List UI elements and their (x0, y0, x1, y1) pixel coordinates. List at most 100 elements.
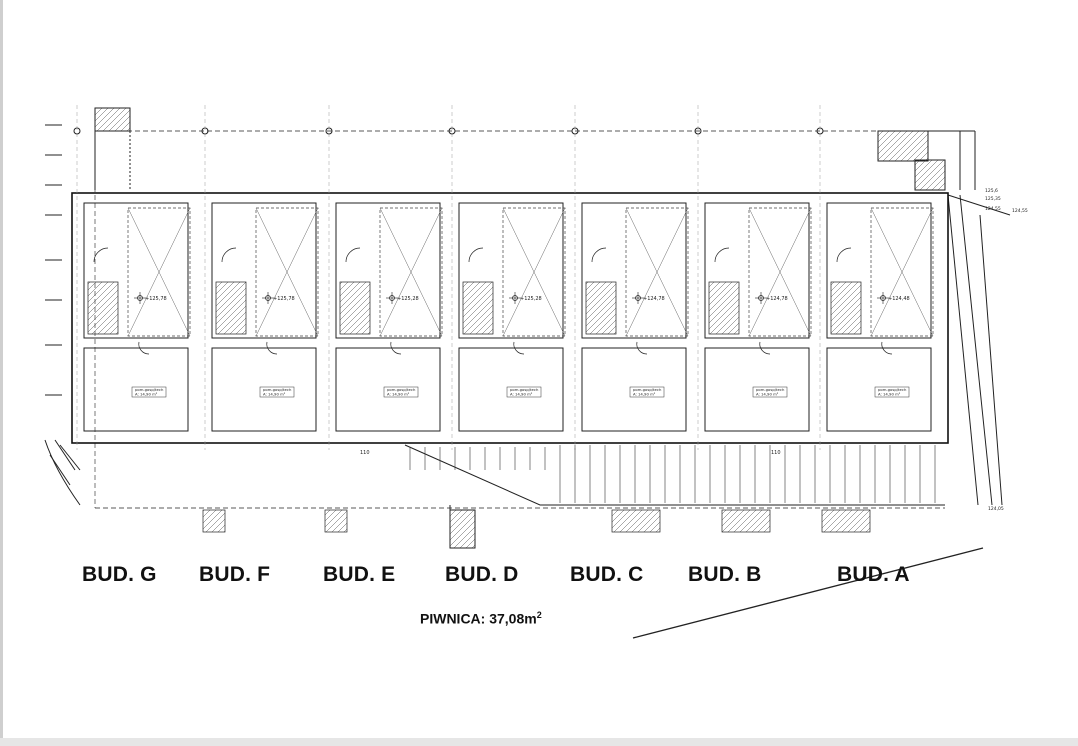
dimension-110: 110 (360, 450, 370, 456)
light-well (502, 207, 566, 337)
room-area: A: 14,90 m² (878, 392, 901, 397)
elevation-label: 124,55 (1012, 208, 1028, 214)
room-area: A: 14,90 m² (633, 392, 656, 397)
basement-area-label: PIWNICA: 37,08m2 (420, 610, 542, 627)
level-value: +125,28 (397, 296, 419, 302)
door-swing (636, 341, 648, 355)
exterior-stair (721, 509, 771, 533)
upper-room (704, 202, 810, 339)
page-edge (0, 0, 3, 746)
lower-room (581, 347, 687, 432)
staircase (830, 281, 862, 335)
lower-room (335, 347, 441, 432)
room-area: A: 14,90 m² (756, 392, 779, 397)
room-area: A: 14,90 m² (510, 392, 533, 397)
lower-room (83, 347, 189, 432)
staircase (87, 281, 119, 335)
exterior-stair (202, 509, 226, 533)
elevation-label: 124,55 (985, 206, 1001, 212)
room-area: A: 14,90 m² (387, 392, 410, 397)
bottom-strip (0, 738, 1078, 746)
upper-room (335, 202, 441, 339)
room-name: pom.gosp/tech (756, 387, 785, 392)
staircase (215, 281, 247, 335)
light-well-cross (870, 207, 934, 337)
level-value: +124,78 (643, 296, 665, 302)
staircase (708, 281, 740, 335)
building-outline (71, 192, 949, 444)
room-tag (506, 386, 542, 398)
light-well (870, 207, 934, 337)
staircase (339, 281, 371, 335)
room-area: A: 14,90 m² (135, 392, 158, 397)
upper-room (458, 202, 564, 339)
level-value: +125,28 (520, 296, 542, 302)
light-well-cross (502, 207, 566, 337)
light-well-cross (255, 207, 319, 337)
building-label-a: BUD. A (837, 563, 910, 586)
lower-room (211, 347, 317, 432)
elevation-label: 125,35 (985, 196, 1001, 202)
door-swing (836, 247, 852, 263)
building-label-e: BUD. E (323, 563, 396, 586)
room-name: pom.gosp/tech (878, 387, 907, 392)
basement-area-unit-exponent: 2 (536, 610, 542, 620)
building-label-f: BUD. F (199, 563, 271, 586)
exterior-stair (324, 509, 348, 533)
door-swing (591, 247, 607, 263)
room-tag (874, 386, 910, 398)
building-label-g: BUD. G (82, 563, 157, 586)
light-well-cross (379, 207, 443, 337)
door-swing (221, 247, 237, 263)
light-well (625, 207, 689, 337)
building-label-c: BUD. C (570, 563, 644, 586)
door-swing (138, 341, 150, 355)
level-value: +125,78 (273, 296, 295, 302)
light-well (255, 207, 319, 337)
room-tag (752, 386, 788, 398)
light-well (127, 207, 191, 337)
door-swing (345, 247, 361, 263)
light-well-cross (748, 207, 812, 337)
level-value: +124,78 (766, 296, 788, 302)
upper-room (211, 202, 317, 339)
door-swing (513, 341, 525, 355)
dimension-110: 110 (771, 450, 781, 456)
door-swing (759, 341, 771, 355)
lower-room (704, 347, 810, 432)
basement-area-text: PIWNICA: 37,08m (420, 610, 537, 627)
room-tag (259, 386, 295, 398)
room-tag (383, 386, 419, 398)
door-swing (468, 247, 484, 263)
door-swing (714, 247, 730, 263)
upper-room (83, 202, 189, 339)
room-tag (131, 386, 167, 398)
staircase (585, 281, 617, 335)
level-value: +124,48 (888, 296, 910, 302)
lower-room (826, 347, 932, 432)
room-tag (629, 386, 665, 398)
light-well (379, 207, 443, 337)
exterior-stair (611, 509, 661, 533)
room-name: pom.gosp/tech (135, 387, 164, 392)
room-name: pom.gosp/tech (510, 387, 539, 392)
building-label-b: BUD. B (688, 563, 762, 586)
door-swing (881, 341, 893, 355)
door-swing (390, 341, 402, 355)
staircase (462, 281, 494, 335)
light-well-cross (625, 207, 689, 337)
room-name: pom.gosp/tech (263, 387, 292, 392)
level-value: +125,78 (145, 296, 167, 302)
upper-room (826, 202, 932, 339)
building-label-d: BUD. D (445, 563, 519, 586)
lower-room (458, 347, 564, 432)
room-area: A: 14,90 m² (263, 392, 286, 397)
elevation-label: 124,05 (988, 506, 1004, 512)
